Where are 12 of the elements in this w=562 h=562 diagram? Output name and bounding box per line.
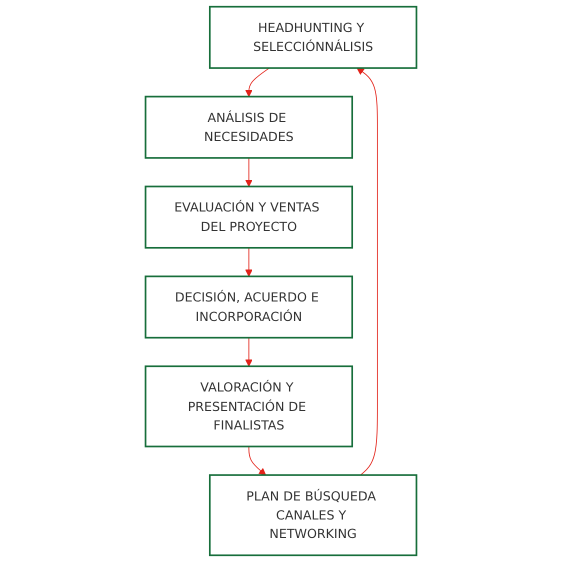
node-box: ANÁLISIS DE NECESIDADES bbox=[144, 96, 354, 159]
arrow bbox=[245, 337, 253, 367]
node-box: HEADHUNTING Y SELECCIÓNNÁLISIS bbox=[208, 6, 418, 69]
node-box: DECISIÓN, ACUERDO E INCORPORACIÓN bbox=[144, 276, 354, 339]
node-box: EVALUACIÓN Y VENTAS DEL PROYECTO bbox=[144, 186, 354, 249]
node-box: VALORACIÓN Y PRESENTACIÓN DE FINALISTAS bbox=[144, 365, 354, 448]
arrow bbox=[356, 68, 378, 476]
arrow bbox=[248, 446, 266, 476]
arrow bbox=[245, 158, 253, 187]
node-box: PLAN DE BÚSQUEDA CANALES Y NETWORKING bbox=[208, 474, 418, 556]
arrow bbox=[245, 68, 270, 97]
arrow bbox=[245, 247, 253, 277]
